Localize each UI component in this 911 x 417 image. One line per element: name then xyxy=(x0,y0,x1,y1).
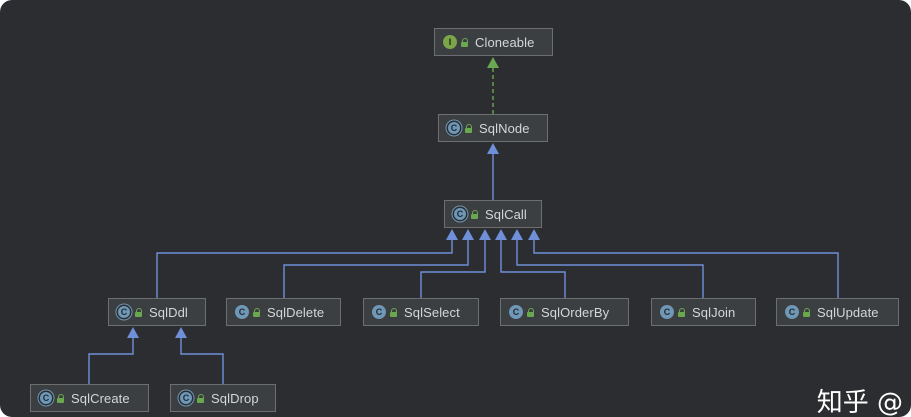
unlocked-icon xyxy=(678,307,686,317)
arrowhead-sqlselect-to-sqlcall xyxy=(479,229,491,240)
abstract-class-icon: C xyxy=(454,208,466,220)
arrowhead-sqlupdate-to-sqlcall xyxy=(528,229,540,240)
unlocked-icon xyxy=(135,307,143,317)
edge-sqlselect-to-sqlcall xyxy=(420,240,486,298)
edge-sqljoin-to-sqlcall xyxy=(516,240,704,298)
unlocked-icon xyxy=(197,393,205,403)
node-label: SqlOrderBy xyxy=(541,304,610,320)
unlocked-icon xyxy=(465,123,473,133)
unlocked-icon xyxy=(57,393,65,403)
node-sqlupdate[interactable]: C SqlUpdate xyxy=(776,298,899,326)
interface-icon: I xyxy=(443,35,457,49)
unlocked-icon xyxy=(390,307,398,317)
watermark: 知乎 @ xyxy=(811,383,909,417)
arrowhead-sqljoin-to-sqlcall xyxy=(511,229,523,240)
node-sqldrop[interactable]: C SqlDrop xyxy=(170,384,276,412)
edge-sqlcreate-to-sqlddl xyxy=(88,338,134,384)
edge-sqldrop-to-sqlddl xyxy=(180,338,224,384)
node-label: SqlCall xyxy=(485,206,527,222)
abstract-class-icon: C xyxy=(180,392,192,404)
arrowhead-sqlcreate-to-sqlddl xyxy=(127,327,139,338)
node-sqlcreate[interactable]: C SqlCreate xyxy=(30,384,149,412)
node-sqlcall[interactable]: C SqlCall xyxy=(444,200,542,228)
node-sqldelete[interactable]: C SqlDelete xyxy=(226,298,341,326)
unlocked-icon xyxy=(461,37,469,47)
unlocked-icon xyxy=(527,307,535,317)
abstract-class-icon: C xyxy=(40,392,52,404)
arrowhead-sqldelete-to-sqlcall xyxy=(462,229,474,240)
node-sqlselect[interactable]: C SqlSelect xyxy=(363,298,479,326)
abstract-class-icon: C xyxy=(118,306,130,318)
arrowhead-sqlcall-to-sqlnode xyxy=(487,143,499,154)
node-label: Cloneable xyxy=(475,34,535,50)
edge-sqlorderby-to-sqlcall xyxy=(500,240,566,298)
node-sqlddl[interactable]: C SqlDdl xyxy=(108,298,206,326)
arrowhead-sqldrop-to-sqlddl xyxy=(175,327,187,338)
node-label: SqlCreate xyxy=(71,390,130,406)
node-label: SqlSelect xyxy=(404,304,460,320)
class-icon: C xyxy=(785,305,799,319)
class-icon: C xyxy=(660,305,674,319)
unlocked-icon xyxy=(253,307,261,317)
class-icon: C xyxy=(235,305,249,319)
node-label: SqlUpdate xyxy=(817,304,879,320)
arrowhead-sqlddl-to-sqlcall xyxy=(446,229,458,240)
node-label: SqlDdl xyxy=(149,304,188,320)
node-cloneable[interactable]: I Cloneable xyxy=(434,28,553,56)
class-icon: C xyxy=(372,305,386,319)
class-icon: C xyxy=(509,305,523,319)
abstract-class-icon: C xyxy=(448,122,460,134)
node-sqlnode[interactable]: C SqlNode xyxy=(438,114,548,142)
node-sqlorderby[interactable]: C SqlOrderBy xyxy=(500,298,629,326)
unlocked-icon xyxy=(471,209,479,219)
unlocked-icon xyxy=(803,307,811,317)
edge-sqlddl-to-sqlcall xyxy=(156,240,453,298)
edge-sqlupdate-to-sqlcall xyxy=(533,240,839,298)
node-sqljoin[interactable]: C SqlJoin xyxy=(651,298,756,326)
edge-sqldelete-to-sqlcall xyxy=(283,240,469,298)
node-label: SqlNode xyxy=(479,120,530,136)
watermark-text: 知乎 @ xyxy=(816,387,903,417)
node-label: SqlDelete xyxy=(267,304,325,320)
arrowhead-sqlorderby-to-sqlcall xyxy=(495,229,507,240)
arrowhead-sqlnode-to-cloneable xyxy=(487,57,499,68)
node-label: SqlJoin xyxy=(692,304,736,320)
node-label: SqlDrop xyxy=(211,390,259,406)
